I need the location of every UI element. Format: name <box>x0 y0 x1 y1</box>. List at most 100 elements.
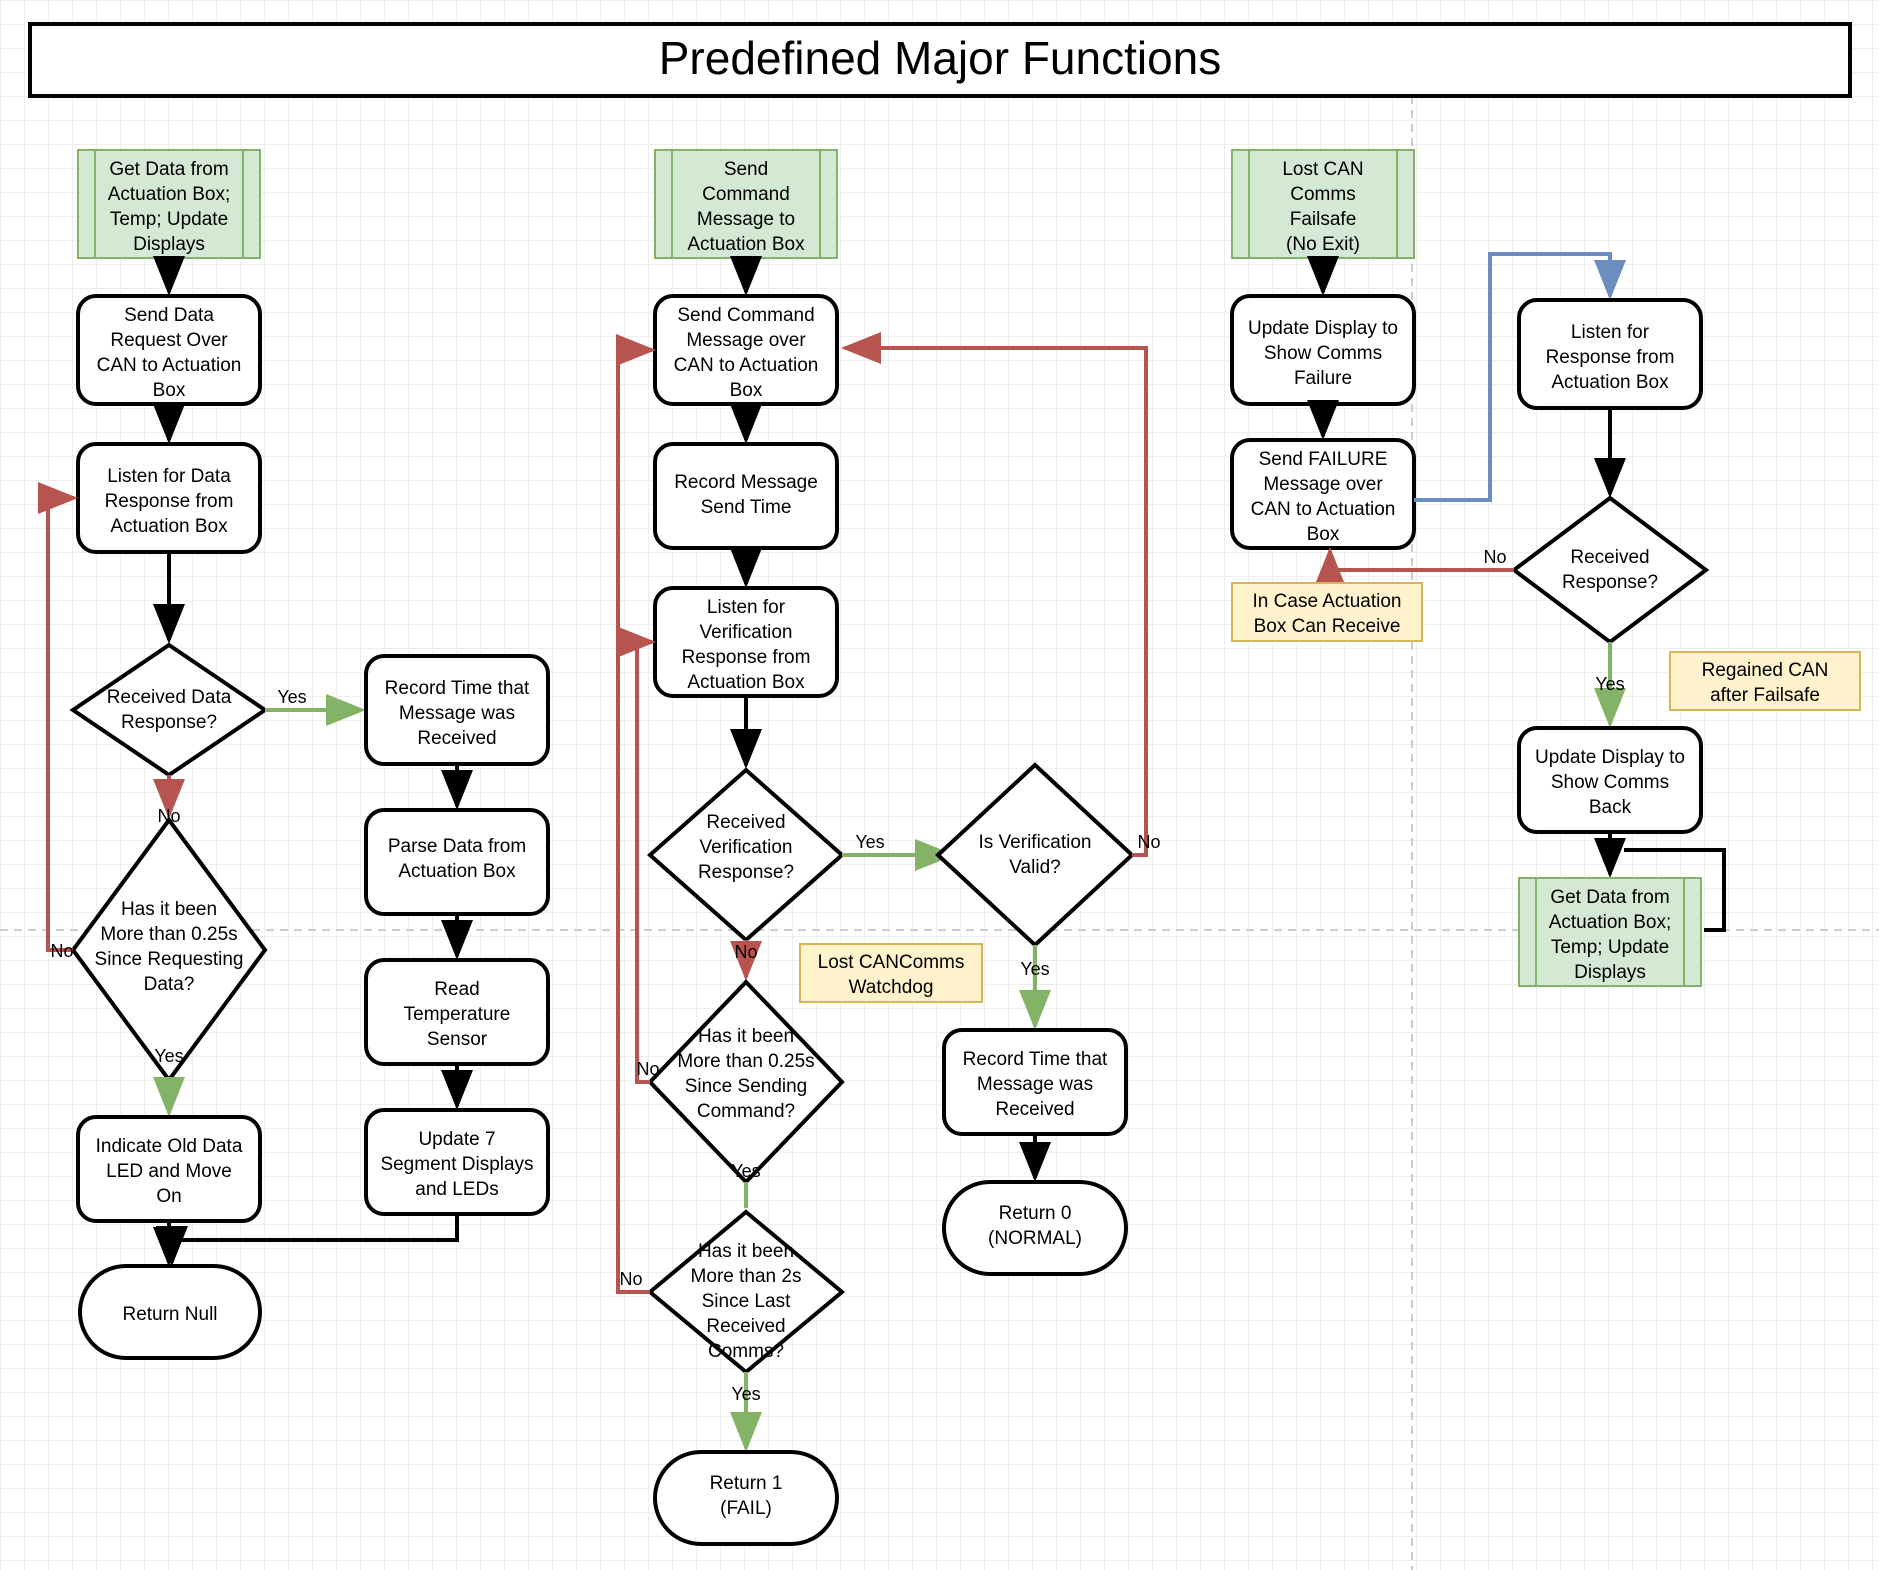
node-line: Received <box>417 728 496 749</box>
node-line: Message was <box>399 703 515 724</box>
node-line: Received <box>706 1316 785 1337</box>
decision-timeout-2s-comms: Has it been More than 2s Since Last Rece… <box>646 1209 846 1375</box>
node-line: Failure <box>1294 368 1352 389</box>
node-line: Lost CAN <box>1282 159 1363 180</box>
node-line: Return 1 <box>710 1473 783 1494</box>
node-send-failure-message: Send FAILURE Message over CAN to Actuati… <box>1230 438 1416 550</box>
node-line: Command <box>702 184 790 205</box>
node-line: Show Comms <box>1264 343 1382 364</box>
node-line: Comms <box>1290 184 1355 205</box>
node-line: Has it been <box>698 1026 794 1047</box>
node-line: Valid? <box>1009 857 1060 878</box>
node-return-1-fail: Return 1 (FAIL) <box>653 1450 839 1546</box>
node-line: Since Last <box>702 1291 791 1312</box>
node-return-0-normal: Return 0 (NORMAL) <box>942 1180 1128 1276</box>
node-line: CAN to Actuation <box>1251 499 1396 520</box>
edge-getdata-loop-stub <box>1624 848 1726 932</box>
node-line: Record Message <box>674 472 818 493</box>
node-send-command-start: Send Command Message to Actuation Box <box>654 149 838 259</box>
node-line: Return Null <box>122 1304 217 1325</box>
edge-label-yes: Yes <box>154 1046 183 1066</box>
edge-label-yes: Yes <box>855 832 884 852</box>
edge-label-yes: Yes <box>731 1161 760 1181</box>
node-line: Message was <box>977 1074 1093 1095</box>
edge-label-no: No <box>157 806 180 826</box>
node-update-display-comms-failure: Update Display to Show Comms Failure <box>1230 294 1416 406</box>
edge-label-yes: Yes <box>731 1384 760 1404</box>
node-listen-response-failsafe: Listen for Response from Actuation Box <box>1517 298 1703 410</box>
decision-timeout-025-command: Has it been More than 0.25s Since Sendin… <box>647 979 845 1185</box>
node-line: LED and Move <box>106 1161 232 1182</box>
node-line: Received <box>706 812 785 833</box>
edge-label-no: No <box>1137 832 1160 852</box>
note-line: Lost CANComms <box>818 952 965 973</box>
node-line: Get Data from <box>1550 887 1669 908</box>
node-update-7segment-displays: Update 7 Segment Displays and LEDs <box>364 1108 550 1216</box>
note-line: Regained CAN <box>1702 660 1829 681</box>
edge-timeout-no-loop <box>38 482 78 952</box>
node-send-data-request: Send Data Request Over CAN to Actuation … <box>76 294 262 406</box>
edge-label-yes: Yes <box>277 687 306 707</box>
node-line: Box <box>153 380 186 401</box>
node-failsafe-start: Lost CAN Comms Failsafe (No Exit) <box>1231 149 1415 259</box>
node-line: Temperature <box>404 1004 511 1025</box>
node-line: Verification <box>700 622 793 643</box>
node-line: On <box>156 1186 181 1207</box>
edge-cmd-timeout-no-loop <box>616 626 656 1084</box>
node-record-time-received-2: Record Time that Message was Received <box>942 1028 1128 1136</box>
node-line: Update Display to <box>1248 318 1398 339</box>
node-line: More than 2s <box>691 1266 802 1287</box>
node-indicate-old-data: Indicate Old Data LED and Move On <box>76 1115 262 1223</box>
edge-valid-no-loop <box>841 332 1148 857</box>
node-line: Actuation Box <box>110 516 228 537</box>
node-line: Response? <box>698 862 794 883</box>
edge-label-no: No <box>734 942 757 962</box>
node-line: (FAIL) <box>720 1498 772 1519</box>
node-line: Segment Displays <box>380 1154 533 1175</box>
node-line: Read <box>434 979 479 1000</box>
decision-received-verification-response: Received Verification Response? <box>646 767 846 943</box>
node-line: Update Display to <box>1535 747 1685 768</box>
node-line: CAN to Actuation <box>674 355 819 376</box>
node-return-null: Return Null <box>78 1264 262 1360</box>
node-line: Send FAILURE <box>1259 449 1388 470</box>
node-line: Listen for <box>707 597 786 618</box>
node-line: Response? <box>121 712 217 733</box>
node-line: Back <box>1589 797 1632 818</box>
node-line: Message over <box>686 330 806 351</box>
edge-label-yes: Yes <box>1595 674 1624 694</box>
node-line: Displays <box>133 234 205 255</box>
edge-label-no: No <box>636 1059 659 1079</box>
node-listen-verification-response: Listen for Verification Response from Ac… <box>653 586 839 698</box>
node-line: Actuation Box <box>398 861 516 882</box>
node-listen-data-response: Listen for Data Response from Actuation … <box>76 442 262 554</box>
node-line: Actuation Box; <box>108 184 231 205</box>
decision-received-data-response: Received Data Response? <box>69 642 269 778</box>
node-line: (NORMAL) <box>988 1228 1082 1249</box>
node-line: Request Over <box>110 330 228 351</box>
edge-update7seg-to-return <box>156 1214 459 1266</box>
node-line: Send Time <box>701 497 792 518</box>
note-lost-cancomms-watchdog: Lost CANComms Watchdog <box>799 943 983 1003</box>
node-line: Response from <box>682 647 811 668</box>
node-line: Update 7 <box>418 1129 495 1150</box>
node-line: Box <box>730 380 763 401</box>
node-get-data-failsafe: Get Data from Actuation Box; Temp; Updat… <box>1518 877 1702 987</box>
note-line: In Case Actuation <box>1253 591 1402 612</box>
node-line: Since Sending <box>685 1076 808 1097</box>
node-line: (No Exit) <box>1286 234 1360 255</box>
node-line: Actuation Box; <box>1549 912 1672 933</box>
node-get-data-start: Get Data from Actuation Box; Temp; Updat… <box>77 149 261 259</box>
node-line: Actuation Box <box>687 672 805 693</box>
node-line: Show Comms <box>1551 772 1669 793</box>
decision-received-response-failsafe: Received Response? <box>1510 495 1710 645</box>
node-record-time-received-1: Record Time that Message was Received <box>364 654 550 766</box>
node-read-temperature-sensor: Read Temperature Sensor <box>364 958 550 1066</box>
node-line: Message to <box>697 209 795 230</box>
node-line: Has it been <box>121 899 217 920</box>
note-line: after Failsafe <box>1710 685 1820 706</box>
node-line: Command? <box>697 1101 795 1122</box>
node-line: Response from <box>105 491 234 512</box>
node-record-message-send-time: Record Message Send Time <box>653 442 839 550</box>
